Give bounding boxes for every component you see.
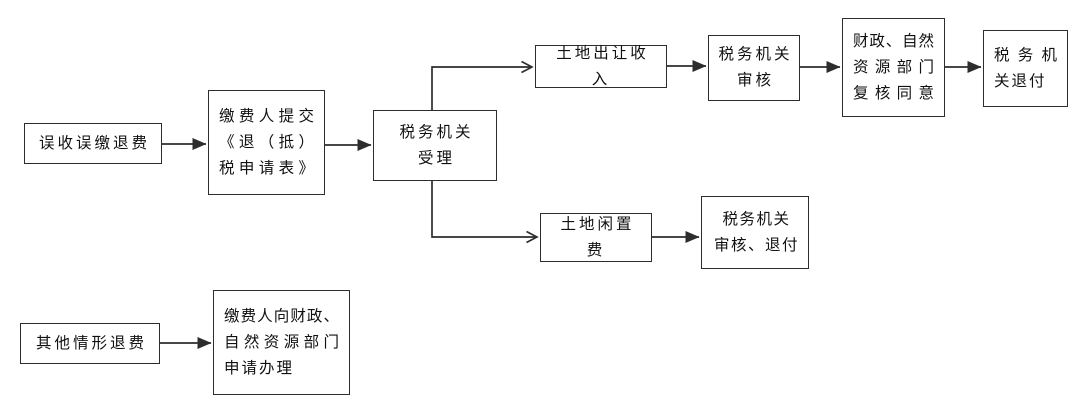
node-label-line: 申请办理 (224, 359, 295, 377)
node-label-line: 资源部门 (853, 58, 934, 76)
node-land-transfer-income: 土地出让收入 (535, 45, 667, 88)
node-label-line: 受理 (417, 149, 455, 167)
node-idle-land-fee: 土地闲置费 (540, 213, 652, 262)
node-label-line: 税申请表》 (219, 159, 314, 177)
node-label-line: 税务机 (994, 46, 1057, 64)
node-label-line: 关退付 (994, 72, 1047, 90)
node-mistaken-refund: 误收误缴退费 (24, 123, 162, 164)
node-label: 土地出让收入 (556, 44, 649, 88)
node-label: 其他情形退费 (35, 334, 147, 352)
node-label-line: 审核、退付 (713, 236, 799, 254)
node-tax-authority-refund: 税务机 关退付 (983, 30, 1068, 107)
node-label-line: 缴费人向财政、 (224, 307, 339, 325)
node-label-line: 税务机关 (722, 210, 791, 228)
node-payer-submit-form: 缴费人提交 《退（抵） 税申请表》 (208, 90, 325, 195)
node-label: 土地闲置费 (560, 215, 635, 259)
node-label-line: 税务机关 (399, 123, 474, 141)
node-tax-authority-review: 税务机关 审核 (708, 35, 800, 101)
node-label-line: 《退（抵） (219, 133, 314, 151)
node-payer-apply-to-depts: 缴费人向财政、 自然资源部门 申请办理 (213, 290, 350, 395)
node-finance-resources-confirm: 财政、自然 资源部门 复核同意 (842, 18, 945, 117)
node-label-line: 税务机关 (718, 46, 793, 63)
connector-accept-to-land-transfer (431, 67, 532, 110)
node-tax-review-and-refund: 税务机关 审核、退付 (701, 196, 809, 269)
node-label-line: 缴费人提交 (219, 107, 314, 125)
node-label-line: 审核 (736, 72, 774, 89)
node-label-line: 自然资源部门 (224, 333, 339, 351)
node-tax-authority-accept: 税务机关 受理 (373, 110, 497, 181)
node-other-refund-cases: 其他情形退费 (20, 323, 160, 364)
connector-accept-to-idle-fee (431, 181, 537, 237)
node-label: 误收误缴退费 (38, 134, 150, 152)
node-label-line: 财政、自然 (853, 32, 934, 50)
node-label-line: 复核同意 (853, 84, 934, 102)
